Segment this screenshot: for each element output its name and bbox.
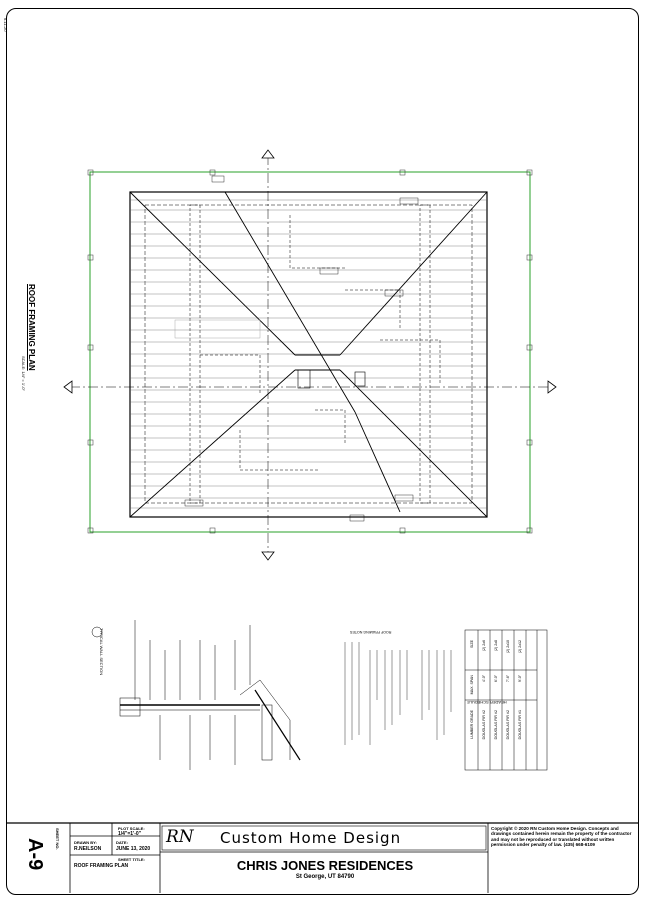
skylight xyxy=(297,369,311,389)
header-schedule-title: HEADER SCHEDULE xyxy=(467,700,507,705)
schedule-cell: (2) 2x8 xyxy=(494,640,498,652)
drawn-by-label: DRAWN BY: xyxy=(74,840,97,845)
header-schedule-table xyxy=(464,629,548,771)
schedule-column-header: MAX. SPAN xyxy=(470,675,474,695)
schedule-cell: 6'-0" xyxy=(494,675,498,683)
date-value: JUNE 13, 2020 xyxy=(116,846,151,852)
post-markers xyxy=(87,169,533,534)
schedule-cell: DOUGLAS FIR #2 xyxy=(494,710,498,740)
project-address: St George, UT 84790 xyxy=(295,874,355,880)
sheet-number: A-9 xyxy=(24,838,46,871)
title-block-grid xyxy=(7,822,638,893)
schedule-column-header: SIZE xyxy=(470,640,474,648)
sheet-title-value: ROOF FRAMING PLAN xyxy=(74,863,129,869)
vent xyxy=(354,371,366,387)
schedule-cell: (2) 2x12 xyxy=(518,640,522,654)
company-logo: RN xyxy=(166,827,194,847)
sheet-no-label: SHEET NO. xyxy=(55,828,60,850)
interior-walls xyxy=(189,204,441,504)
schedule-cell: DOUGLAS FIR #1 xyxy=(518,710,522,740)
wall-section-detail xyxy=(91,620,301,770)
schedule-cell: DOUGLAS FIR #2 xyxy=(482,710,486,740)
schedule-column-header: LUMBER GRADE xyxy=(470,710,474,739)
header-callouts xyxy=(174,175,419,522)
schedule-cell: 7'-6" xyxy=(506,675,510,683)
schedule-cell: (2) 2x6 xyxy=(482,640,486,652)
roof-framing-notes-lines xyxy=(344,642,452,745)
schedule-cell: 4'-0" xyxy=(482,675,486,683)
property-boundary xyxy=(89,171,531,533)
drawn-by-value: R.NEILSON xyxy=(74,846,102,852)
roof-notes-title: ROOF FRAMING NOTES xyxy=(350,630,392,634)
sheet-title-label: SHEET TITLE: xyxy=(118,857,145,862)
schedule-cell: DOUGLAS FIR #2 xyxy=(506,710,510,740)
axis-markers xyxy=(63,149,557,561)
schedule-cell: 9'-0" xyxy=(518,675,522,683)
company-name: Custom Home Design xyxy=(220,829,402,847)
copyright-notice: Copyright © 2020 RN Custom Home Design. … xyxy=(491,826,632,847)
section-title: TYPICAL WALL SECTION xyxy=(99,628,104,676)
rafter-lines xyxy=(130,199,487,509)
plot-scale-label: PLOT SCALE: xyxy=(118,826,145,831)
drawing-sheet-border xyxy=(6,8,639,895)
date-label: DATE: xyxy=(116,840,128,845)
schedule-cell: (2) 2x10 xyxy=(506,640,510,654)
roof-outline xyxy=(129,191,488,518)
plot-scale-value: 1/4"=1'-0" xyxy=(118,831,142,837)
client-name: CHRIS JONES RESIDENCES xyxy=(236,858,414,873)
hip-lines xyxy=(129,191,488,518)
